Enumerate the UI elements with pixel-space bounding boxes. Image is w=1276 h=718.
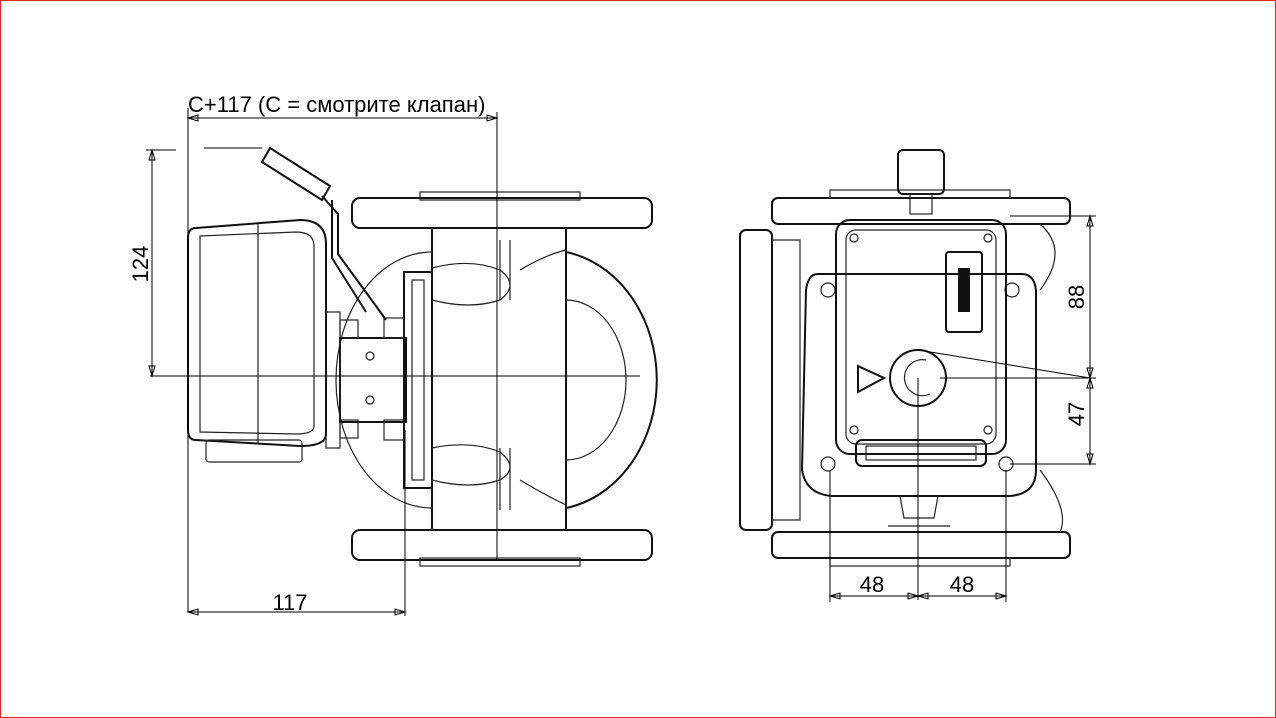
direction-arrow-icon xyxy=(857,364,887,394)
valve-port-curves xyxy=(519,249,567,506)
bracket-nut-upper xyxy=(339,319,359,339)
dim-48-arrows xyxy=(828,592,1008,600)
casing-screw-top-right xyxy=(1004,282,1020,298)
actuator-housing-inner xyxy=(199,231,315,435)
cover-screw-top-left xyxy=(849,233,859,243)
logo-plate xyxy=(945,251,983,333)
manual-override-knob-arc xyxy=(903,359,931,397)
logo-mark xyxy=(958,268,970,312)
valve-lower-port xyxy=(431,444,511,486)
front-bottom-flange xyxy=(771,531,1071,559)
front-centerline-horizontal xyxy=(917,349,1091,379)
front-actuator-casing xyxy=(800,273,1037,497)
front-right-outlet xyxy=(1039,223,1064,533)
cover-screw-bottom-right xyxy=(983,425,993,435)
coupling-block xyxy=(339,337,407,423)
front-bottom-stem xyxy=(899,495,939,519)
valve-round-housing xyxy=(565,251,658,509)
coupling-nut-upper xyxy=(383,317,405,339)
front-top-flange-lip xyxy=(829,189,1011,199)
front-actuator-cover-inner xyxy=(845,229,997,445)
dim-88-arrows xyxy=(1086,214,1094,380)
front-bottom-handle xyxy=(855,439,987,467)
actuator-base xyxy=(205,439,303,463)
cover-screw-bottom-left xyxy=(849,425,859,435)
valve-upper-port xyxy=(431,262,511,306)
mounting-plate-inner xyxy=(411,279,425,481)
valve-inner-arc xyxy=(565,299,627,461)
dim-label-124: 124 xyxy=(128,246,153,283)
dim-label-top-total: C+117 (C = смотрите клапан) xyxy=(188,92,485,117)
valve-bottom-flange-lip xyxy=(419,557,581,567)
front-bottom-handle-inner xyxy=(865,445,977,461)
coupling-bolt-hole-upper xyxy=(365,351,375,361)
position-indicator-knob xyxy=(897,149,945,195)
dim-label-48-right: 48 xyxy=(950,572,974,597)
casing-screw-top-left xyxy=(820,282,836,298)
bracket-nut-lower xyxy=(339,419,359,439)
front-bottom-flange-lip xyxy=(829,557,1011,567)
coupling-nut-lower xyxy=(383,419,405,441)
cover-screw-top-right xyxy=(983,233,993,243)
valve-top-flange xyxy=(351,197,653,229)
front-side-flange xyxy=(739,229,773,531)
dim-124-arrows xyxy=(148,148,156,378)
dim-label-117: 117 xyxy=(272,590,307,615)
dim-label-47: 47 xyxy=(1064,402,1089,426)
manual-lever-arm xyxy=(321,195,387,321)
valve-body-sides xyxy=(431,228,567,530)
coupling-bolt-hole-lower xyxy=(365,395,375,405)
front-side-port xyxy=(772,239,801,521)
dim-top-arrows xyxy=(186,114,499,122)
front-view xyxy=(739,149,1096,602)
dim-47-arrows xyxy=(1086,376,1094,466)
front-actuator-cover xyxy=(835,219,1007,455)
casing-screw-bottom-left xyxy=(820,456,836,472)
valve-left-arc xyxy=(335,251,433,509)
valve-bottom-flange xyxy=(351,529,653,561)
dim-117-arrows xyxy=(186,608,407,616)
actuator-housing xyxy=(187,218,327,448)
valve-stems xyxy=(499,240,511,510)
position-indicator-stem xyxy=(909,193,933,215)
dim-label-88: 88 xyxy=(1064,285,1089,309)
manual-lever-handle xyxy=(260,146,332,202)
dim-label-48-left: 48 xyxy=(860,572,884,597)
side-view xyxy=(146,108,658,616)
actuator-bracket xyxy=(325,311,341,449)
valve-top-flange-lip xyxy=(419,191,581,201)
mounting-plate xyxy=(403,271,433,489)
